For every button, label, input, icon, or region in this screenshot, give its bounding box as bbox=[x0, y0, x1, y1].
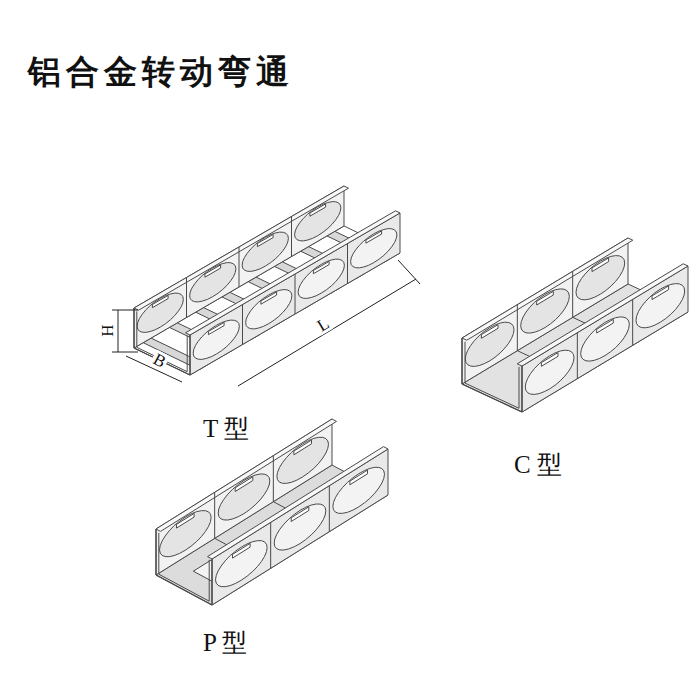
title-text: 铝合金转动弯通 bbox=[28, 55, 294, 88]
segment-joint bbox=[632, 299, 633, 345]
wall-slot bbox=[205, 265, 221, 277]
segment-joint bbox=[186, 278, 187, 318]
rounded-plate bbox=[160, 511, 212, 557]
wall-slot bbox=[235, 477, 253, 492]
segment-joint bbox=[347, 244, 348, 284]
wall-slot bbox=[233, 543, 251, 558]
rounded-plate bbox=[525, 350, 574, 394]
segment-joint bbox=[517, 305, 518, 351]
rounded-plate bbox=[521, 289, 570, 333]
segment-joint bbox=[572, 271, 573, 317]
end-edge bbox=[519, 367, 520, 408]
segment-joint bbox=[270, 522, 271, 568]
rounded-plate bbox=[216, 541, 268, 587]
dimension-label: H bbox=[99, 322, 116, 338]
segment-joint bbox=[214, 492, 215, 538]
rounded-plate bbox=[137, 293, 183, 332]
rounded-plate bbox=[274, 504, 326, 550]
dimension-lines bbox=[112, 260, 420, 386]
rounded-plate bbox=[465, 322, 514, 366]
wall-slot bbox=[541, 353, 558, 367]
rounded-plate bbox=[190, 263, 236, 302]
end-edge bbox=[133, 308, 134, 348]
wall-slot bbox=[152, 295, 168, 307]
wall-slot bbox=[350, 470, 368, 485]
type-label: T 型 bbox=[203, 416, 249, 441]
wall-slot bbox=[257, 234, 273, 246]
end-edge bbox=[187, 336, 188, 372]
wall-slot bbox=[294, 440, 312, 455]
wall-slot bbox=[537, 291, 554, 305]
wall-slot bbox=[261, 292, 277, 304]
end-edge bbox=[209, 560, 210, 601]
wall-lip bbox=[208, 447, 389, 559]
type-label: P 型 bbox=[203, 630, 247, 655]
cable-tray bbox=[134, 186, 400, 375]
wall-slot bbox=[597, 319, 614, 333]
end-edge bbox=[461, 338, 462, 384]
side-wall bbox=[190, 213, 400, 375]
rounded-plate bbox=[581, 317, 630, 361]
wall-lip bbox=[186, 211, 401, 335]
end-edge bbox=[189, 335, 190, 375]
wall-lip bbox=[517, 264, 688, 366]
tray-floor bbox=[134, 226, 400, 375]
rounded-plate bbox=[277, 437, 329, 483]
wall-slot bbox=[313, 261, 329, 273]
wall-slot bbox=[310, 204, 326, 216]
end-edge bbox=[137, 347, 187, 371]
rounded-plate bbox=[333, 467, 385, 513]
tray-drawings bbox=[134, 186, 688, 605]
rounded-plate bbox=[242, 232, 288, 271]
dimension-line bbox=[118, 310, 119, 352]
type-label: C 型 bbox=[514, 452, 562, 477]
wall-slot bbox=[481, 325, 498, 339]
segment-joint bbox=[577, 333, 578, 379]
rounded-plate bbox=[193, 320, 239, 359]
dimension-line bbox=[238, 279, 416, 386]
extension-line bbox=[112, 310, 138, 311]
wall-slot bbox=[177, 513, 195, 528]
wall-slot bbox=[291, 507, 309, 522]
segment-joint bbox=[242, 305, 243, 345]
cable-tray bbox=[462, 238, 688, 412]
end-edge bbox=[465, 342, 466, 383]
wall-slot bbox=[366, 231, 382, 243]
end-edge bbox=[136, 311, 137, 347]
extension-line bbox=[112, 352, 138, 353]
rounded-plate bbox=[636, 284, 685, 328]
end-edge bbox=[211, 559, 212, 605]
end-edge bbox=[158, 533, 159, 574]
end-edge bbox=[134, 348, 190, 375]
end-edge bbox=[156, 575, 212, 605]
extension-line bbox=[398, 260, 420, 284]
end-edge bbox=[465, 383, 519, 408]
wall-slot bbox=[592, 258, 609, 272]
rounded-plate bbox=[351, 229, 397, 268]
segment-joint bbox=[273, 456, 274, 502]
end-edge bbox=[159, 574, 209, 601]
segment-joint bbox=[291, 217, 292, 257]
dimension-label: L bbox=[313, 314, 334, 336]
end-edge bbox=[462, 384, 522, 412]
side-wall bbox=[522, 266, 688, 412]
cable-tray bbox=[156, 419, 388, 605]
side-wall bbox=[212, 449, 388, 605]
end-edge bbox=[155, 529, 156, 575]
rounded-plate bbox=[246, 290, 292, 329]
wall-slot bbox=[208, 322, 224, 334]
rounded-plate bbox=[298, 259, 344, 298]
segment-joint bbox=[295, 274, 296, 314]
rounded-plate bbox=[295, 202, 341, 241]
wall-lip bbox=[462, 238, 633, 340]
segment-joint bbox=[239, 247, 240, 287]
wall-lip bbox=[134, 186, 349, 310]
rounded-plate bbox=[576, 256, 625, 300]
end-edge bbox=[521, 366, 522, 412]
rounded-plate bbox=[218, 474, 270, 520]
segment-joint bbox=[329, 486, 330, 532]
wall-slot bbox=[652, 286, 669, 300]
